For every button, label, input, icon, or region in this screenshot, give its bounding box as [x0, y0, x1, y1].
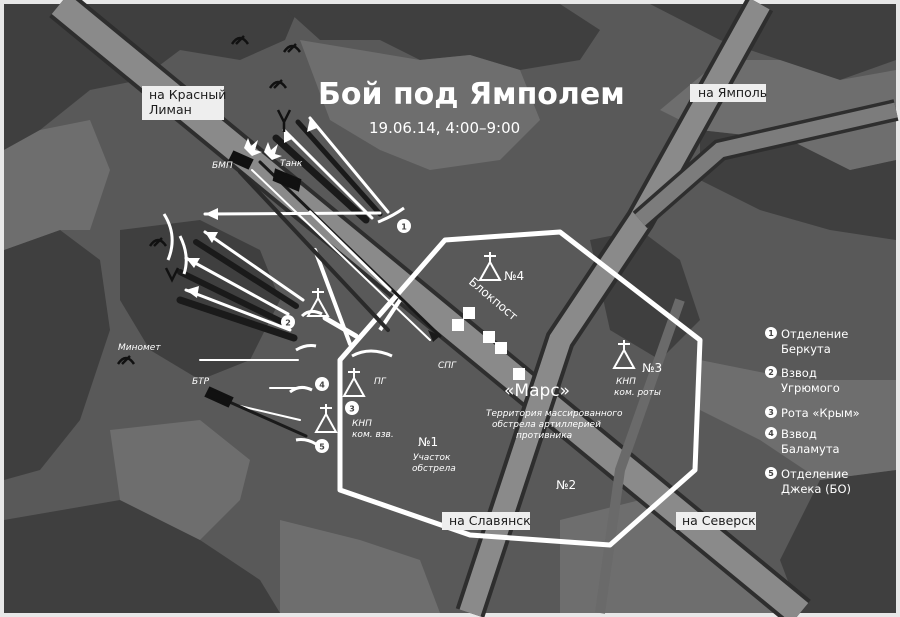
- sector-1-label: №1: [418, 435, 438, 449]
- svg-text:5: 5: [319, 443, 325, 452]
- infantry-icon: [276, 109, 292, 132]
- svg-text:2: 2: [285, 319, 291, 328]
- mortar-icon-3: [268, 79, 288, 89]
- bmp-icon: [228, 150, 254, 170]
- legend-item-3: 3 Рота «Крым»: [765, 406, 860, 420]
- map-title: Бой под Ямполем: [318, 77, 625, 112]
- mortar-icon-4: [148, 237, 168, 247]
- svg-text:2: 2: [768, 368, 774, 377]
- equipment-symbols: [116, 35, 302, 408]
- svg-text:Беркута: Беркута: [781, 342, 831, 356]
- legend-item-4: 4 Взвод Баламута: [765, 427, 840, 456]
- mars-desc-2: обстрела артиллерией: [492, 420, 601, 430]
- shelling-zone-boundary: [337, 229, 703, 548]
- svg-text:Лиман: Лиман: [149, 102, 192, 117]
- map-subtitle: 19.06.14, 4:00–9:00: [369, 119, 520, 137]
- svg-text:1: 1: [401, 223, 407, 232]
- command-post-platoon: [314, 404, 338, 433]
- fire-arrows: [176, 116, 442, 438]
- unit-marker-3: 3: [345, 401, 359, 415]
- legend-item-5: 5 Отделение Джека (БО): [765, 467, 851, 496]
- mortar-icon-2: [282, 43, 302, 53]
- knp-company-label-2: ком. роты: [614, 388, 661, 398]
- knp-company-label-1: КНП: [616, 377, 636, 387]
- unit-markers: 1 2 3 4 5: [281, 219, 411, 453]
- command-post-company: [612, 340, 636, 369]
- svg-text:Джека (БО): Джека (БО): [781, 482, 851, 496]
- sector-2-label: №2: [556, 478, 576, 492]
- knp-platoon-label-2: ком. взв.: [352, 430, 394, 440]
- infantry-icon-2: [164, 267, 180, 283]
- arrow-heads: [186, 118, 440, 342]
- command-post-3: [342, 368, 366, 397]
- legend-item-1: 1 Отделение Беркута: [765, 327, 848, 356]
- road-label-krasny-liman: на Красный Лиман: [142, 86, 226, 120]
- mortar-label: Миномет: [118, 343, 161, 353]
- unit-marker-1: 1: [397, 219, 411, 233]
- svg-text:Баламута: Баламута: [781, 442, 840, 456]
- command-post-2: [306, 288, 330, 317]
- mars-desc-3: противника: [516, 431, 572, 441]
- svg-text:3: 3: [768, 408, 774, 417]
- road-label-yampol: на Ямполь: [690, 84, 767, 102]
- command-post-sector-4: [478, 252, 502, 281]
- blockpost-squares: [452, 307, 525, 380]
- knp-platoon-label-1: КНП: [352, 419, 372, 429]
- svg-text:на Славянск: на Славянск: [449, 513, 531, 528]
- sector-4-label: №4: [504, 269, 524, 283]
- sector-1-desc-1: Участок: [413, 453, 451, 463]
- svg-text:4: 4: [319, 381, 325, 390]
- mars-label: «Марс»: [504, 381, 570, 401]
- svg-text:Рота «Крым»: Рота «Крым»: [781, 406, 860, 420]
- pg-label: ПГ: [374, 377, 387, 387]
- mortar-icon-5: [116, 355, 136, 365]
- legend: 1 Отделение Беркута 2 Взвод Угрюмого 3 Р…: [765, 327, 860, 496]
- svg-text:Угрюмого: Угрюмого: [781, 381, 840, 395]
- svg-text:на Ямполь: на Ямполь: [698, 85, 767, 100]
- svg-text:Взвод: Взвод: [781, 427, 817, 441]
- command-posts: [306, 252, 636, 433]
- svg-text:на Северск: на Северск: [682, 513, 756, 528]
- sector-3-label: №3: [642, 361, 662, 375]
- svg-text:Взвод: Взвод: [781, 366, 817, 380]
- explosion-icons: [244, 138, 282, 160]
- tank-icon: [272, 168, 302, 192]
- svg-text:Отделение: Отделение: [781, 467, 848, 481]
- svg-text:Отделение: Отделение: [781, 327, 848, 341]
- position-arcs: [162, 206, 405, 446]
- spg-label: СПГ: [438, 361, 457, 371]
- road-label-slavyansk: на Славянск: [442, 512, 531, 530]
- road-label-seversk: на Северск: [676, 512, 756, 530]
- bmp-label: БМП: [212, 161, 233, 171]
- mars-desc-1: Территория массированного: [486, 409, 623, 419]
- svg-text:на Красный: на Красный: [149, 87, 226, 102]
- tank-label: Танк: [280, 159, 303, 169]
- svg-text:1: 1: [768, 329, 774, 338]
- svg-text:4: 4: [768, 429, 774, 438]
- btr-label: БТР: [192, 377, 210, 387]
- legend-item-2: 2 Взвод Угрюмого: [765, 366, 840, 395]
- sector-1-desc-2: обстрела: [412, 464, 456, 474]
- btr-icon: [204, 386, 234, 408]
- unit-marker-2: 2: [281, 315, 295, 329]
- unit-marker-5: 5: [315, 439, 329, 453]
- svg-text:5: 5: [768, 469, 774, 478]
- svg-text:3: 3: [349, 405, 355, 414]
- unit-marker-4: 4: [315, 377, 329, 391]
- mortar-icon: [230, 35, 250, 45]
